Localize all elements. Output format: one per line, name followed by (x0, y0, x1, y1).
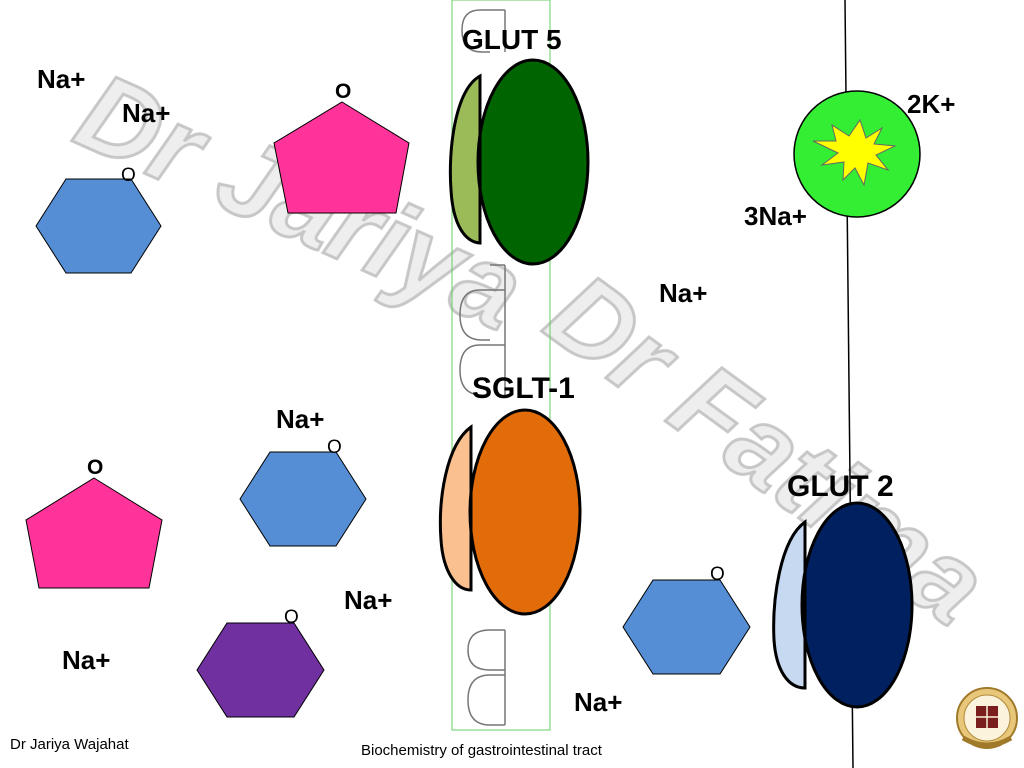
pump-star-icon (812, 118, 897, 187)
ring-oxygen-label: O (710, 564, 725, 585)
glut5-label: GLUT 5 (462, 24, 562, 55)
pentagon-fructose-2 (25, 477, 163, 589)
hexagon-glucose-1 (35, 178, 162, 274)
ring-oxygen-label: O (87, 456, 104, 479)
ring-oxygen-label: O (327, 437, 342, 458)
glut2-transporter (772, 501, 914, 709)
sglt1-dark-half (468, 408, 582, 616)
na-ion-label: Na+ (659, 278, 708, 308)
microvilli-border (459, 9, 506, 726)
glut2-dark-half (800, 501, 914, 709)
ring-oxygen-label: O (335, 80, 352, 103)
hexagon-glucose-3 (622, 579, 751, 675)
glut2-label: GLUT 2 (787, 470, 894, 503)
pentagon-fructose-1 (273, 101, 410, 214)
ring-oxygen-label: O (121, 165, 136, 186)
footer-title: Biochemistry of gastrointestinal tract (361, 742, 602, 759)
sglt1-light-half (438, 424, 473, 592)
glut2-light-half (772, 519, 807, 690)
hexagon-glucose-2 (239, 451, 367, 547)
glut5-transporter (448, 58, 590, 266)
footer-author: Dr Jariya Wajahat (10, 736, 129, 753)
university-emblem-icon (956, 687, 1018, 749)
glut5-dark-half (476, 58, 590, 266)
glut5-light-half (448, 73, 482, 245)
na-ion-label: Na+ (276, 404, 325, 434)
pump-na-label: 3Na+ (744, 201, 807, 231)
na-ion-label: Na+ (574, 687, 623, 717)
na-ion-label: Na+ (122, 98, 171, 128)
na-ion-label: Na+ (62, 645, 111, 675)
cell-membrane-outline (451, 0, 551, 731)
hexagon-galactose (196, 622, 325, 718)
na-k-pump (793, 90, 921, 218)
ring-oxygen-label: O (284, 607, 299, 628)
sglt1-label: SGLT-1 (472, 372, 575, 405)
na-ion-label: Na+ (344, 585, 393, 615)
na-ion-label: Na+ (37, 64, 86, 94)
sglt1-transporter (438, 408, 582, 616)
pump-k-label: 2K+ (907, 89, 956, 119)
watermark-line2: Dr Fatima (526, 250, 1009, 648)
